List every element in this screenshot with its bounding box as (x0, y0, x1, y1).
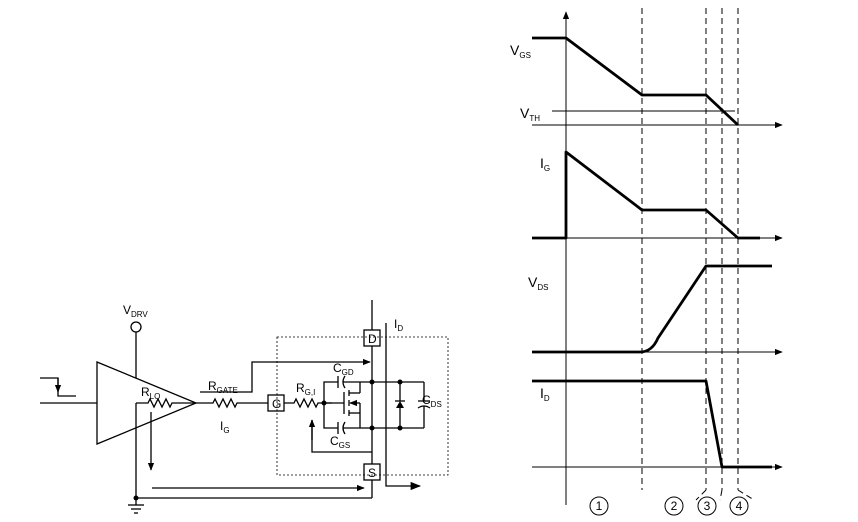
id-label: ID (394, 317, 403, 333)
gate-drive-circuit: VDRV RLO RGATE IG G RG,I (40, 300, 449, 514)
cds-capacitor (417, 382, 431, 428)
cgd-wire-left (323, 381, 338, 403)
id-current-arrow (385, 323, 422, 491)
vds-label: VDS (528, 274, 548, 292)
interval-4-marker (729, 496, 749, 516)
cgs-capacitor (337, 421, 372, 435)
interval-4-bracket-right (737, 489, 755, 501)
ground-symbol (128, 504, 144, 514)
rgate-label: RGATE (208, 379, 238, 395)
interval-3-label: 3 (704, 499, 711, 513)
cgd-capacitor (337, 375, 372, 389)
vdrv-terminal (130, 321, 142, 333)
interval-1-label: 1 (596, 499, 603, 513)
cgs-wire-left (323, 403, 338, 429)
rgate-resistor (196, 397, 268, 409)
gate-terminal-label: G (272, 397, 281, 411)
id-waveform-label: ID (540, 385, 550, 403)
interval-2-marker (664, 496, 684, 516)
rlo-label: RLO (141, 385, 160, 401)
ig-label: IG (220, 419, 230, 435)
vgs-label: VGS (510, 42, 531, 60)
mosfet-package-outline (276, 336, 449, 476)
id-waveform (532, 379, 772, 469)
switching-waveforms: VGS VTH IG VDS ID 1 2 3 4 (510, 8, 783, 516)
rgi-resistor (284, 397, 332, 409)
cgd-label: CGD (333, 361, 354, 377)
ig-current-path (200, 358, 371, 393)
interval-3-marker (697, 496, 717, 516)
interval-1-marker (589, 496, 609, 516)
vgs-waveform (532, 36, 739, 127)
cgs-label: CGS (330, 434, 350, 450)
driver-buffer (96, 361, 198, 445)
drain-terminal-label: D (368, 332, 377, 346)
interval-3-bracket-left (695, 489, 707, 501)
rgi-label: RG,I (296, 381, 315, 397)
ig-waveform (532, 150, 760, 240)
mosfet-symbol (343, 382, 361, 428)
source-terminal-label: S (368, 466, 376, 480)
vdrv-label: VDRV (123, 303, 148, 319)
interval-2-label: 2 (671, 499, 678, 513)
interval-3-bracket-right (719, 489, 723, 501)
vth-label: VTH (520, 105, 540, 123)
vds-waveform (532, 264, 772, 354)
body-diode (395, 382, 405, 428)
rlo-resistor (136, 397, 196, 409)
cds-label: CDS (422, 393, 442, 409)
ig-waveform-label: IG (540, 155, 550, 173)
interval-4-label: 4 (736, 499, 743, 513)
